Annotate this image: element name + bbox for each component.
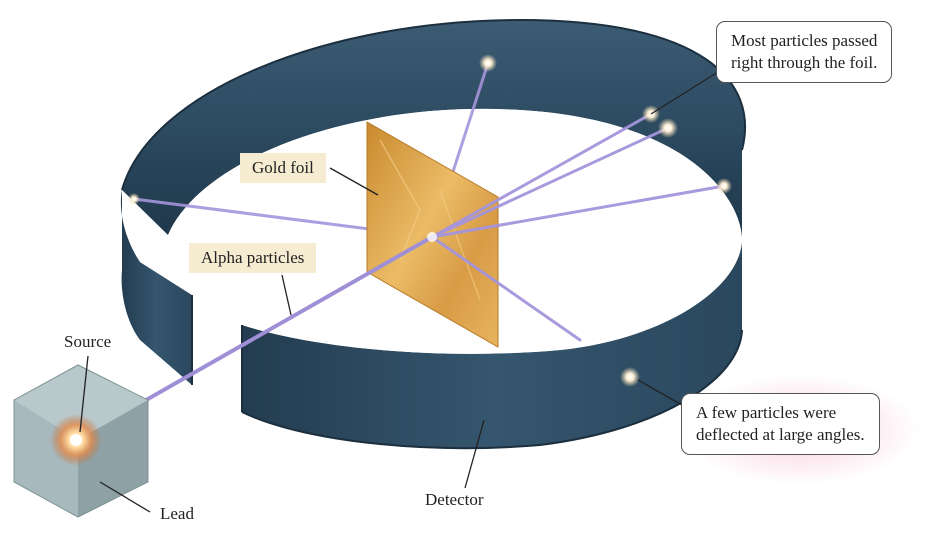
callout-most-passed: Most particles passed right through the … bbox=[716, 21, 893, 83]
detector-left-segment bbox=[120, 190, 192, 385]
callout-few-deflected-line1: A few particles were bbox=[696, 403, 837, 422]
detector-label: Detector bbox=[425, 490, 484, 509]
callout-few-deflected-line2: deflected at large angles. bbox=[696, 425, 865, 444]
source-label: Source bbox=[64, 332, 112, 351]
deflected-beams-front bbox=[430, 112, 726, 342]
gold-foil-label: Gold foil bbox=[240, 153, 326, 183]
detector-back-wall bbox=[122, 20, 746, 240]
callout-most-passed-line1: Most particles passed bbox=[731, 31, 878, 50]
lead-label: Lead bbox=[160, 504, 194, 523]
leader-lines bbox=[79, 71, 719, 513]
detector-front-segment bbox=[242, 240, 742, 449]
callout-few-deflected: A few particles were deflected at large … bbox=[681, 393, 880, 455]
alpha-particles-label: Alpha particles bbox=[189, 243, 317, 273]
callout-most-passed-line2: right through the foil. bbox=[731, 53, 878, 72]
